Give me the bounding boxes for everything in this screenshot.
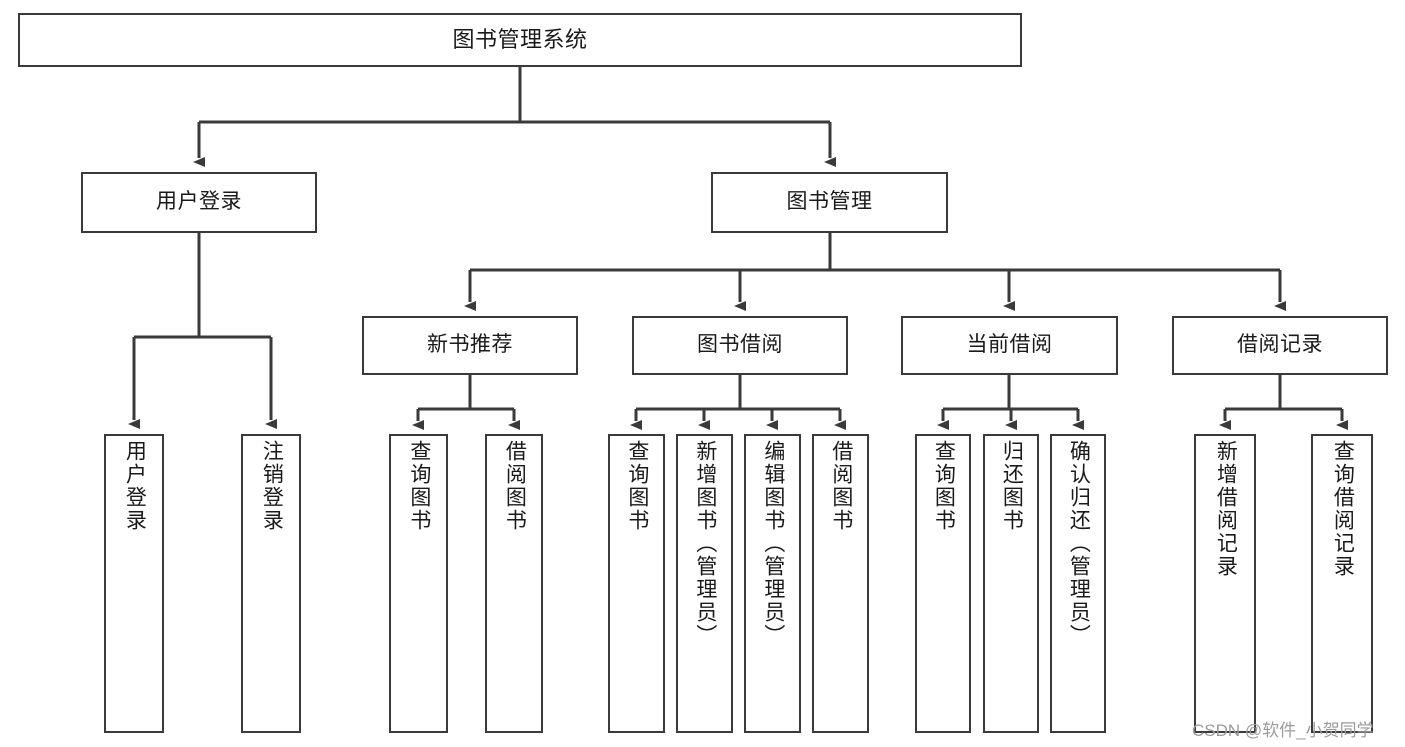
node-leaf-query-book-2[interactable]: 查询图书	[608, 434, 665, 733]
node-leaf-query-book-2-label: 查询图书	[625, 440, 649, 532]
node-leaf-query-book-3[interactable]: 查询图书	[915, 434, 971, 733]
node-leaf-query-book-3-label: 查询图书	[932, 440, 956, 532]
node-book-management[interactable]: 图书管理	[711, 172, 948, 233]
node-leaf-query-record-label: 查询借阅记录	[1331, 440, 1355, 578]
node-leaf-confirm-return-label: 确认归还（管理员）	[1067, 440, 1091, 647]
node-root-label: 图书管理系统	[452, 27, 588, 53]
node-leaf-add-book[interactable]: 新增图书（管理员）	[676, 434, 733, 733]
node-book-borrow-label: 图书借阅	[697, 333, 783, 357]
node-leaf-logout-label: 注销登录	[260, 440, 284, 532]
node-leaf-query-book-1[interactable]: 查询图书	[389, 434, 448, 733]
node-new-book-recommend[interactable]: 新书推荐	[362, 316, 578, 375]
node-leaf-add-book-label: 新增图书（管理员）	[693, 440, 717, 647]
node-leaf-confirm-return[interactable]: 确认归还（管理员）	[1050, 434, 1106, 733]
node-root[interactable]: 图书管理系统	[18, 13, 1022, 67]
node-leaf-user-login-label: 用户登录	[123, 440, 147, 532]
node-leaf-edit-book[interactable]: 编辑图书（管理员）	[744, 434, 801, 733]
node-leaf-borrow-book-2-label: 借阅图书	[829, 440, 853, 532]
node-book-management-label: 图书管理	[786, 190, 873, 214]
node-book-borrow[interactable]: 图书借阅	[632, 316, 848, 375]
node-leaf-borrow-book-1[interactable]: 借阅图书	[485, 434, 543, 733]
node-leaf-borrow-book-2[interactable]: 借阅图书	[812, 434, 869, 733]
node-leaf-query-book-1-label: 查询图书	[407, 440, 431, 532]
node-leaf-query-record[interactable]: 查询借阅记录	[1311, 434, 1373, 733]
node-new-book-recommend-label: 新书推荐	[427, 333, 513, 357]
node-user-login[interactable]: 用户登录	[81, 172, 317, 233]
node-leaf-borrow-book-1-label: 借阅图书	[503, 440, 527, 532]
node-user-login-label: 用户登录	[156, 190, 242, 214]
node-leaf-add-record-label: 新增借阅记录	[1214, 440, 1238, 578]
node-leaf-return-book[interactable]: 归还图书	[983, 434, 1039, 733]
node-current-borrow[interactable]: 当前借阅	[901, 316, 1118, 375]
node-leaf-return-book-label: 归还图书	[1000, 440, 1024, 532]
node-leaf-edit-book-label: 编辑图书（管理员）	[761, 440, 785, 647]
csdn-watermark: CSDN @软件_小贺同学	[1192, 721, 1374, 740]
node-current-borrow-label: 当前借阅	[966, 333, 1053, 357]
node-leaf-logout[interactable]: 注销登录	[241, 434, 301, 733]
node-leaf-add-record[interactable]: 新增借阅记录	[1194, 434, 1256, 733]
node-borrow-records[interactable]: 借阅记录	[1172, 316, 1388, 375]
node-leaf-user-login[interactable]: 用户登录	[104, 434, 164, 733]
node-borrow-records-label: 借阅记录	[1237, 333, 1323, 357]
